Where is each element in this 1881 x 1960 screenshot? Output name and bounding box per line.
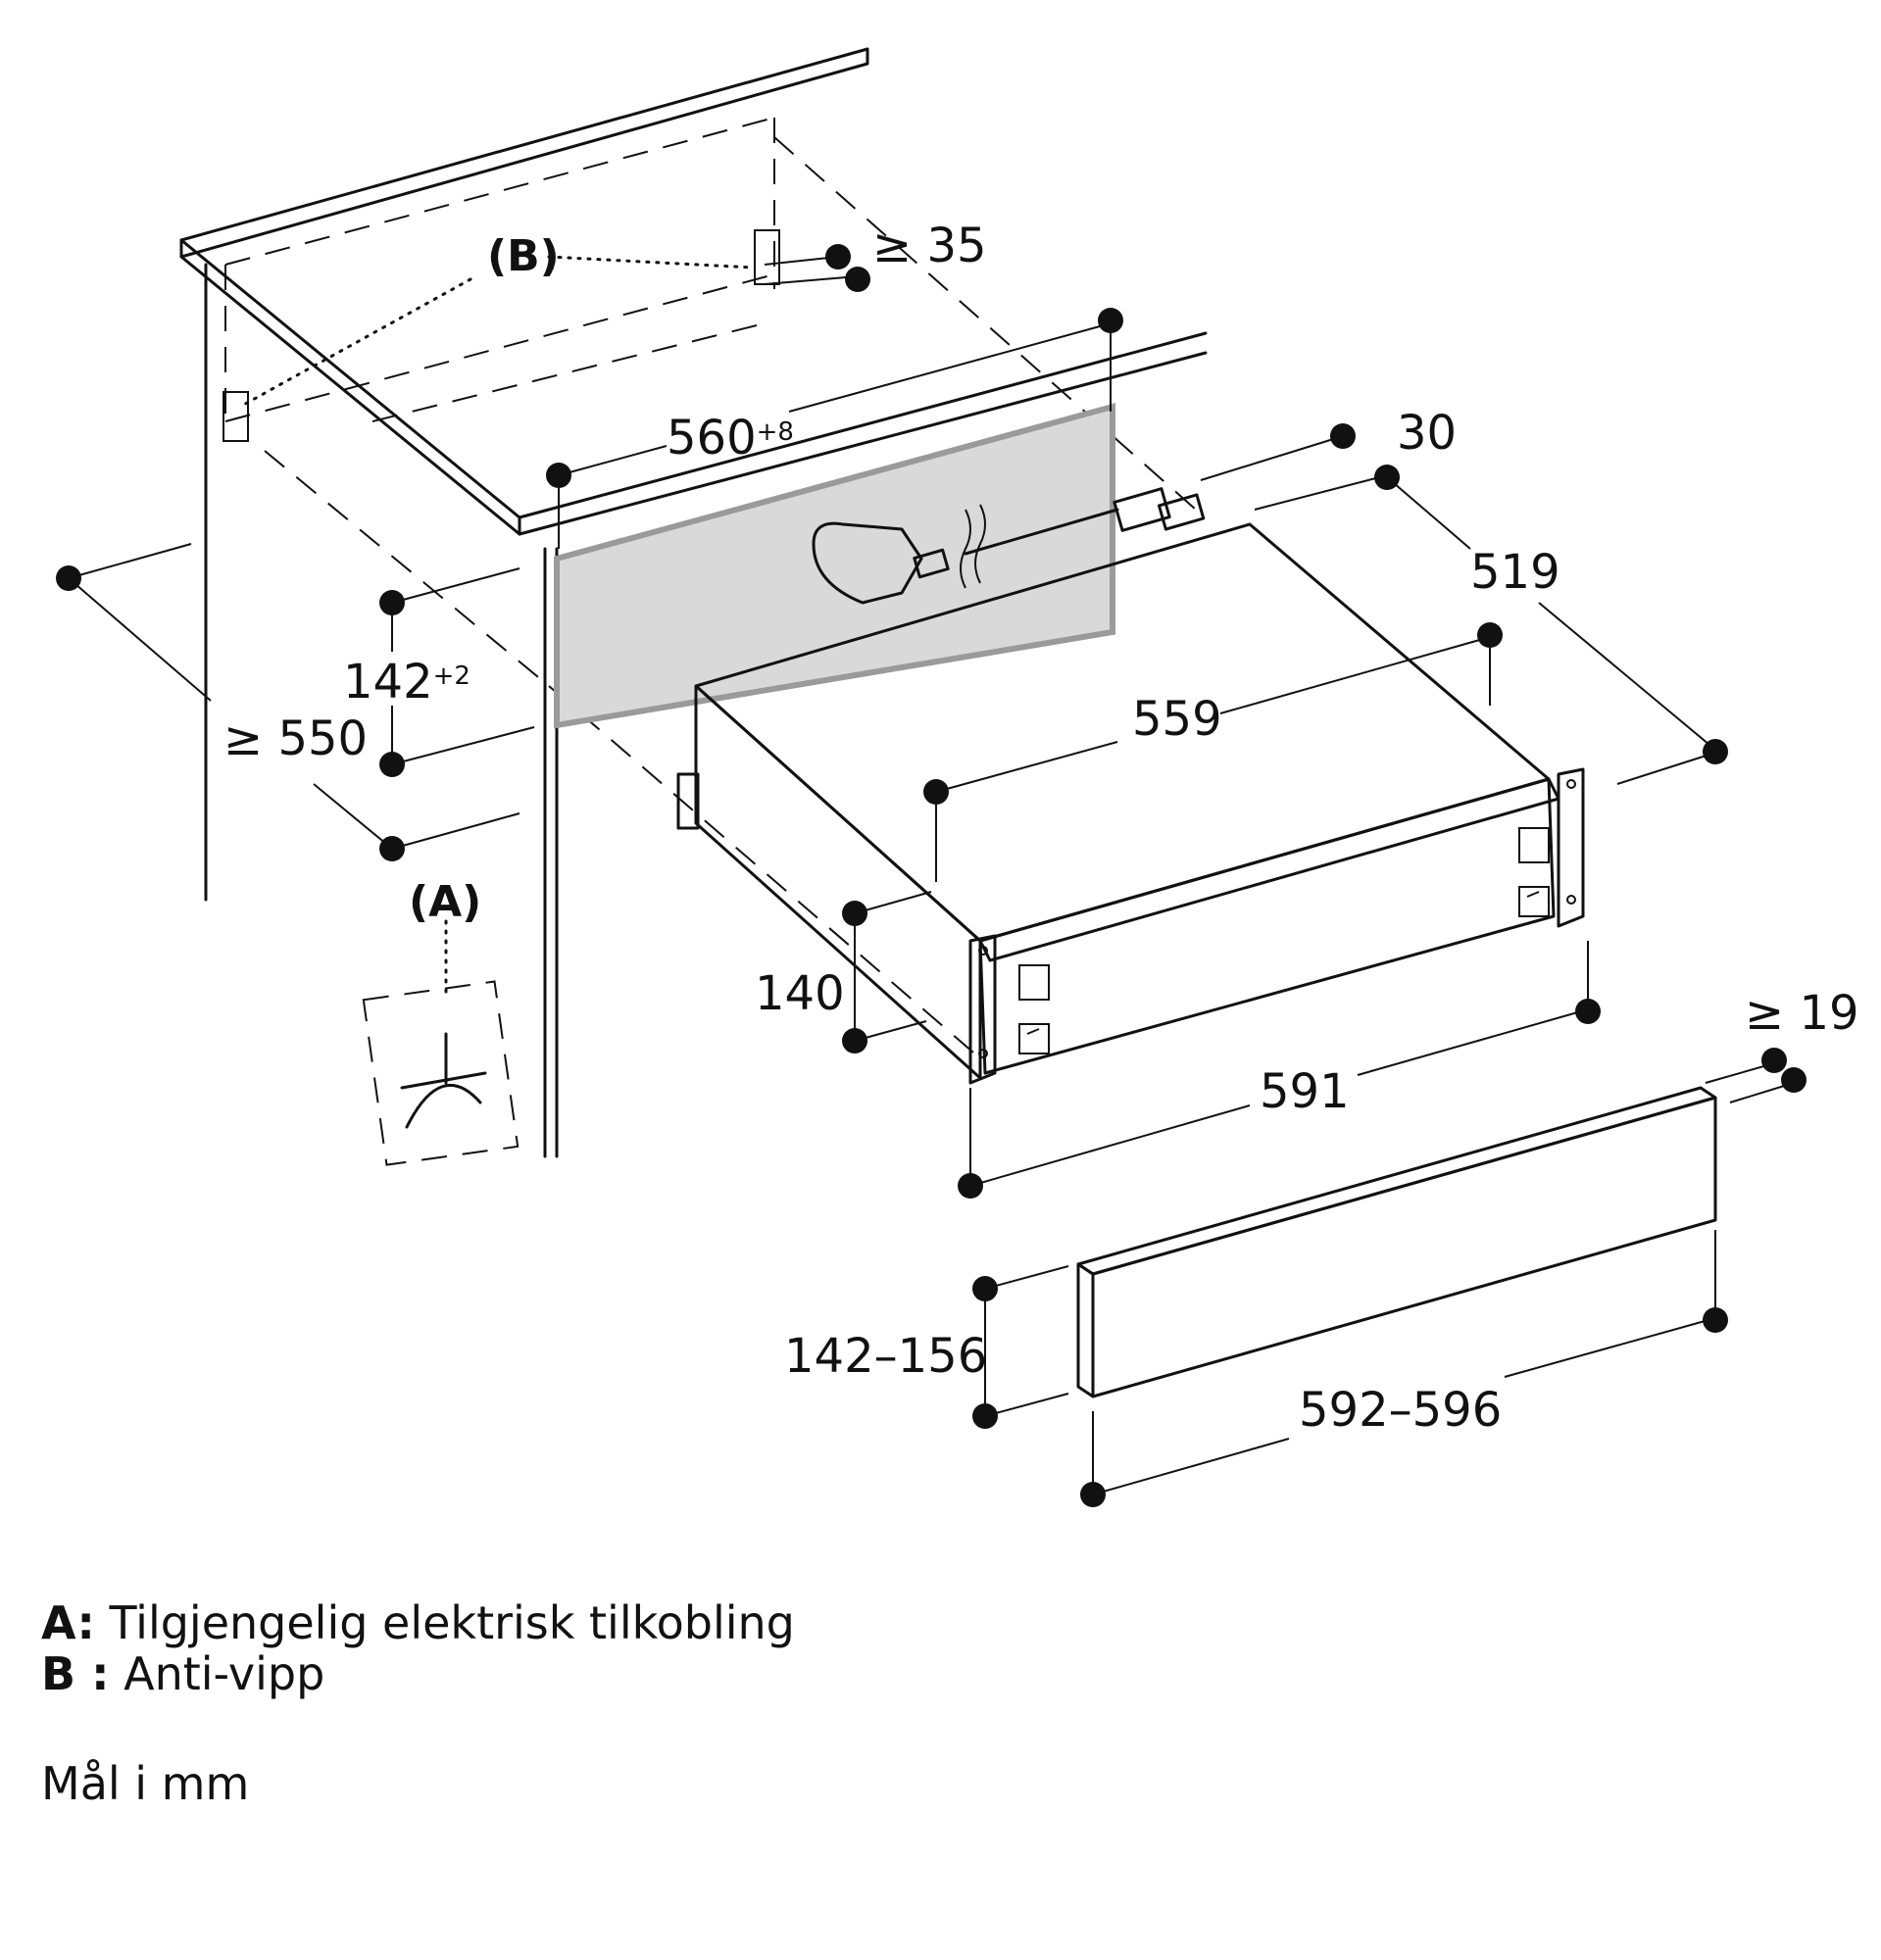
dim-width-591: 591 xyxy=(1260,1064,1350,1119)
legend-units: Mål i mm xyxy=(41,1757,250,1810)
callout-b-label: (B) xyxy=(487,231,560,281)
dim-niche-width-tolerance: +8 xyxy=(757,417,794,447)
legend-key-b: B : xyxy=(41,1647,110,1700)
dim-niche-height: 142+2 xyxy=(343,655,470,710)
dim-height-140: 140 xyxy=(755,966,845,1021)
electrical-connection-icon xyxy=(362,919,520,1166)
niche-panel xyxy=(554,403,1115,729)
power-plug-icon xyxy=(812,487,1206,605)
dim-width-559: 559 xyxy=(1132,692,1222,747)
legend-key-a: A: xyxy=(41,1596,95,1649)
dim-depth-519: 519 xyxy=(1470,545,1560,600)
dim-niche-height-value: 142 xyxy=(343,655,433,710)
callout-b-leader xyxy=(547,255,755,270)
callout-a-label: (A) xyxy=(409,877,481,927)
warming-drawer xyxy=(676,522,1585,1085)
countertop xyxy=(179,47,1208,1158)
legend: A: Tilgjengelig elektrisk tilkobling B :… xyxy=(41,1597,795,1809)
dim-front-height: 142–156 xyxy=(784,1329,987,1384)
legend-row-a: A: Tilgjengelig elektrisk tilkobling xyxy=(41,1597,795,1648)
dim-min-550: ≥ 550 xyxy=(223,711,368,766)
dim-niche-height-tolerance: +2 xyxy=(433,662,470,691)
hidden-edges xyxy=(224,117,1197,1059)
front-panel xyxy=(1076,1086,1717,1398)
dim-min-35: ≥ 35 xyxy=(872,219,987,273)
dim-niche-width: 560+8 xyxy=(667,411,794,466)
legend-row-b: B : Anti-vipp xyxy=(41,1648,795,1699)
installation-diagram: (B) (A) ≥ 35 560+8 30 519 ≥ 550 142+2 55… xyxy=(56,47,1859,1507)
dim-niche-width-value: 560 xyxy=(667,411,757,466)
dimension-lines xyxy=(56,244,1807,1507)
dim-front-width: 592–596 xyxy=(1299,1383,1502,1438)
legend-text-b: Anti-vipp xyxy=(124,1647,325,1700)
dim-min-19: ≥ 19 xyxy=(1745,986,1859,1041)
dim-depth-30: 30 xyxy=(1397,406,1457,461)
legend-text-a: Tilgjengelig elektrisk tilkobling xyxy=(109,1596,795,1649)
